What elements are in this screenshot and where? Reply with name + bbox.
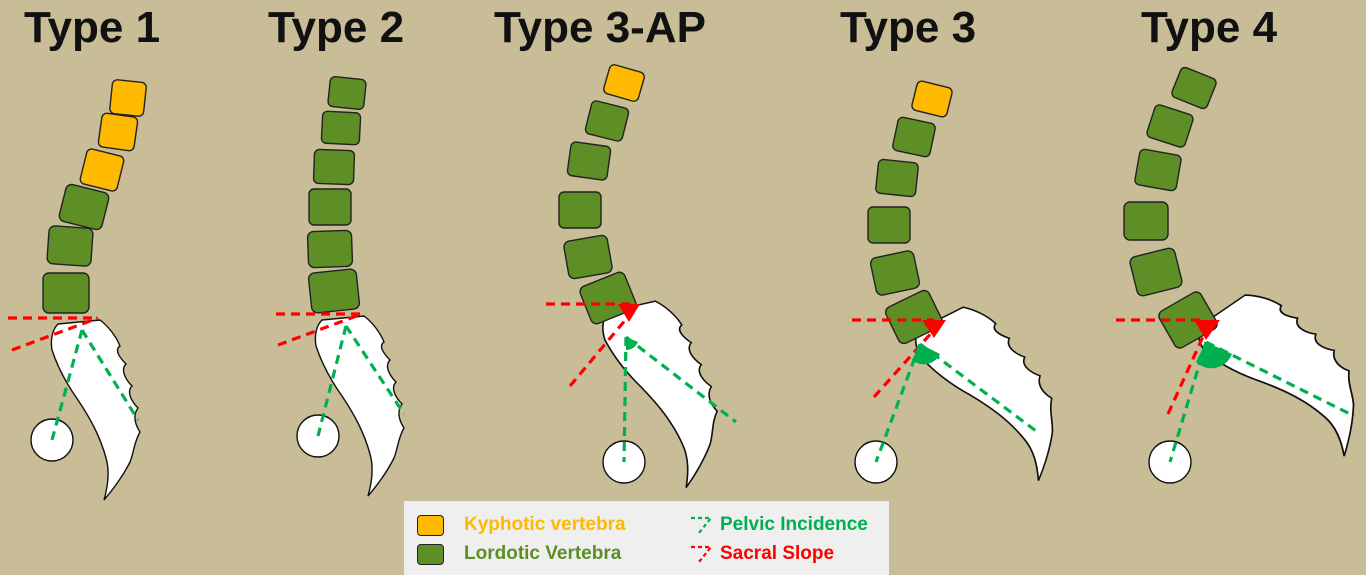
lordotic-vertebra — [306, 229, 354, 269]
sacral-perpendicular-line — [80, 329, 140, 421]
sacral-perpendicular-line — [625, 335, 737, 424]
lordotic-vertebra — [869, 250, 921, 296]
kyphotic-swatch-icon — [417, 514, 444, 536]
lordotic-vertebra — [875, 158, 919, 198]
lordotic-vertebra — [579, 271, 637, 325]
lordotic-vertebra — [42, 272, 90, 314]
sacral-slope-line — [1166, 329, 1208, 415]
sacral-slope-angle-marker — [1194, 320, 1220, 340]
sacral-slope-angle-marker — [618, 304, 640, 322]
lordotic-vertebra — [320, 110, 362, 146]
lordotic-vertebra — [566, 141, 612, 181]
lordotic-vertebra — [327, 75, 367, 111]
lordotic-vertebra — [1129, 247, 1183, 297]
spine-figure-type-3-ap — [546, 64, 737, 497]
lordotic-vertebra — [46, 225, 94, 267]
pelvic-incidence-line — [874, 343, 922, 463]
spine-figure-type-3 — [852, 80, 1080, 506]
lordotic-swatch-icon — [417, 543, 444, 565]
legend-label-pelvic-incidence: Pelvic Incidence — [720, 514, 868, 535]
femoral-head — [30, 418, 74, 462]
sacrum-bone — [314, 315, 405, 497]
sacral-slope-line — [11, 316, 99, 352]
lordotic-vertebra — [884, 289, 944, 345]
lordotic-vertebra — [307, 268, 361, 314]
pelvic-incidence-line — [50, 329, 84, 441]
lordotic-vertebra — [312, 148, 356, 186]
pelvic-incidence-line — [1168, 341, 1208, 463]
spine-figure-type-1 — [8, 79, 147, 501]
legend: Kyphotic vertebra Lordotic Vertebra Pelv… — [404, 501, 889, 575]
kyphotic-vertebra — [97, 112, 139, 152]
legend-item-sacral-slope: Sacral Slope — [688, 543, 834, 565]
lordotic-vertebra — [867, 206, 911, 244]
legend-label-kyphotic: Kyphotic vertebra — [464, 514, 626, 535]
pelvic-incidence-angle-icon — [691, 516, 714, 534]
kyphotic-vertebra — [79, 148, 125, 192]
type-title: Type 2 — [268, 3, 404, 52]
spine-figure-type-2 — [276, 75, 406, 497]
kyphotic-vertebra — [109, 79, 147, 117]
type-title: Type 3 — [840, 3, 976, 52]
spine-figure-type-4 — [1116, 66, 1366, 492]
type-title: Type 1 — [24, 3, 160, 52]
lordotic-vertebra — [1171, 66, 1217, 110]
legend-label-sacral-slope: Sacral Slope — [720, 543, 835, 564]
type-title: Type 4 — [1141, 3, 1278, 52]
pelvic-incidence-line — [622, 336, 628, 463]
lordotic-vertebra — [584, 100, 630, 142]
sacral-slope-angle-marker — [922, 320, 946, 338]
sacral-perpendicular-line — [1205, 340, 1355, 418]
lordotic-vertebra — [58, 183, 110, 231]
legend-item-lordotic: Lordotic Vertebra — [417, 543, 621, 565]
legend-item-pelvic-incidence: Pelvic Incidence — [688, 514, 868, 536]
sacral-slope-angle-icon — [691, 545, 714, 563]
lordotic-vertebra — [892, 116, 936, 158]
lordotic-vertebra — [1123, 201, 1169, 241]
sacral-slope-line — [568, 310, 634, 388]
lordotic-vertebra — [1146, 104, 1194, 148]
lordotic-vertebra — [308, 188, 352, 226]
legend-item-kyphotic: Kyphotic vertebra — [417, 514, 626, 536]
type-title: Type 3-AP — [494, 3, 706, 52]
lordotic-vertebra — [563, 234, 613, 280]
kyphotic-vertebra — [603, 64, 645, 102]
lordotic-vertebra — [1134, 148, 1182, 192]
legend-label-lordotic: Lordotic Vertebra — [464, 543, 622, 564]
sacral-perpendicular-line — [344, 325, 406, 415]
sacrum-bone — [50, 319, 141, 501]
kyphotic-vertebra — [911, 80, 953, 118]
lordotic-vertebra — [558, 191, 602, 229]
pelvic-incidence-line — [316, 325, 348, 437]
sacral-perpendicular-line — [919, 342, 1041, 436]
